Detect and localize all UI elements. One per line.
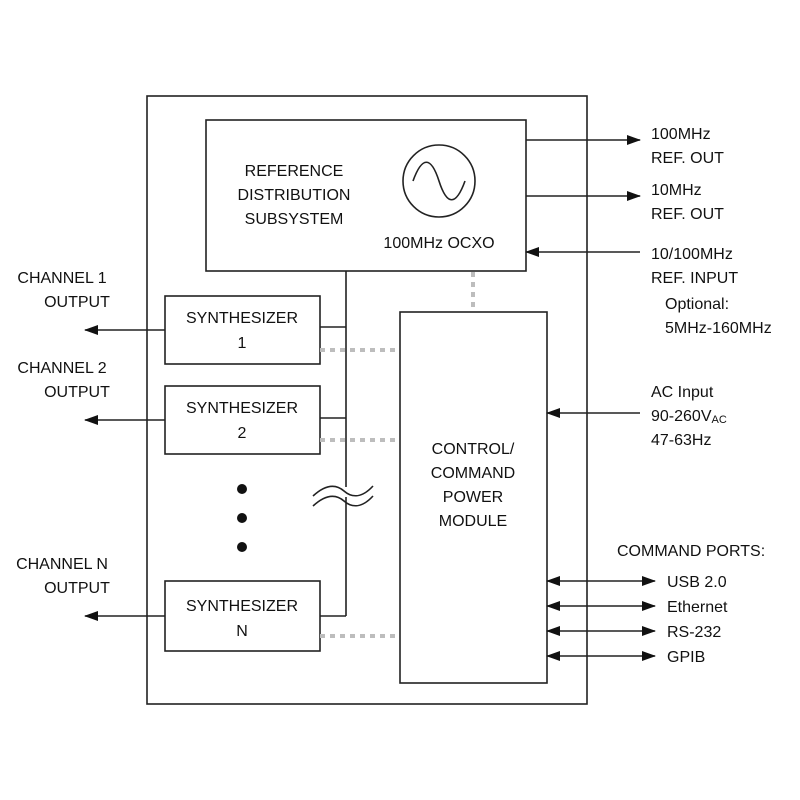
channel-2-label: CHANNEL 2 — [17, 360, 106, 377]
port-usb-label: USB 2.0 — [667, 574, 727, 591]
port-rs232-label: RS-232 — [667, 624, 721, 641]
synthesizer-n-label: SYNTHESIZER — [186, 598, 298, 615]
channel-n-output-label: OUTPUT — [44, 580, 110, 597]
reference-bus — [320, 271, 347, 617]
synthesizer-n-number: N — [236, 623, 248, 640]
sine-wave-icon — [402, 144, 476, 218]
ellipsis-dot — [237, 542, 247, 552]
synthesizer-2-box — [164, 385, 321, 455]
ac-input-label: AC Input — [651, 384, 714, 401]
ref-input-line2: REF. INPUT — [651, 270, 738, 287]
ocxo-label: 100MHz OCXO — [383, 235, 494, 252]
command-ports-title: COMMAND PORTS: — [617, 543, 765, 560]
channel-n-label: CHANNEL N — [16, 556, 108, 573]
synthesizer-2-label: SYNTHESIZER — [186, 400, 298, 417]
ref-optional-line1: Optional: — [665, 296, 729, 313]
ref-out-10mhz-line2: REF. OUT — [651, 206, 724, 223]
line-break-symbol — [312, 485, 374, 507]
ref-out-10mhz-line1: 10MHz — [651, 182, 702, 199]
synthesizer-n-box — [164, 580, 321, 652]
ac-voltage-main: 90-260V — [651, 408, 712, 425]
synthesizer-1-label: SYNTHESIZER — [186, 310, 298, 327]
control-dotted-links — [320, 272, 475, 638]
ac-voltage-label: 90-260VAC — [651, 408, 727, 426]
synthesizer-1-box — [164, 295, 321, 365]
port-gpib-label: GPIB — [667, 649, 705, 666]
channel-1-label: CHANNEL 1 — [17, 270, 106, 287]
ref-optional-line2: 5MHz-160MHz — [665, 320, 772, 337]
ref-out-100mhz-line1: 100MHz — [651, 126, 711, 143]
control-command-power-module — [399, 311, 548, 684]
control-label-line4: MODULE — [439, 513, 507, 530]
channel-2-output-label: OUTPUT — [44, 384, 110, 401]
ellipsis-dot — [237, 484, 247, 494]
ac-frequency-label: 47-63Hz — [651, 432, 711, 449]
synthesizer-2-number: 2 — [238, 425, 247, 442]
control-label-line1: CONTROL/ — [432, 441, 515, 458]
ref-input-line1: 10/100MHz — [651, 246, 733, 263]
ac-voltage-sub: AC — [712, 414, 727, 426]
ref-out-100mhz-line2: REF. OUT — [651, 150, 724, 167]
channel-1-output-label: OUTPUT — [44, 294, 110, 311]
reference-label-line2: DISTRIBUTION — [238, 187, 351, 204]
port-ethernet-label: Ethernet — [667, 599, 728, 616]
control-label-line3: POWER — [443, 489, 503, 506]
control-label-line2: COMMAND — [431, 465, 515, 482]
ellipsis-dot — [237, 513, 247, 523]
reference-label-line1: REFERENCE — [245, 163, 344, 180]
reference-label-line3: SUBSYSTEM — [245, 211, 344, 228]
synthesizer-1-number: 1 — [238, 335, 247, 352]
